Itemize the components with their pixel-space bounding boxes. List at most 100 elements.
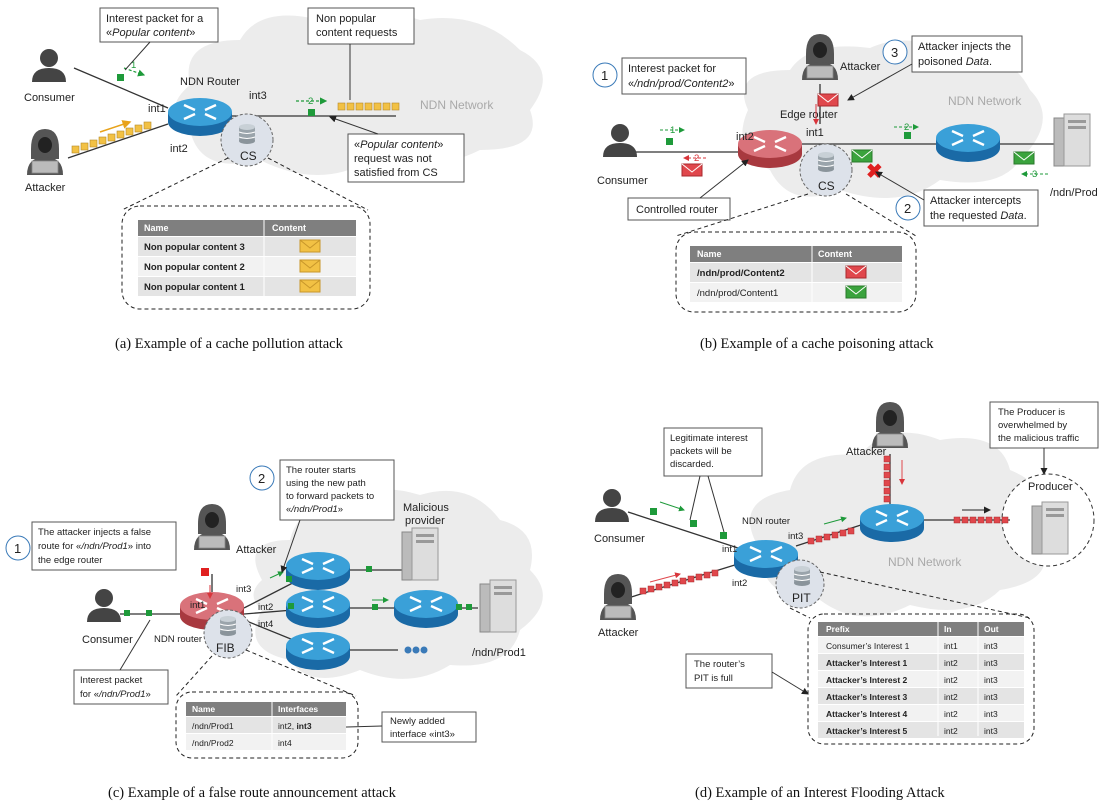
cs-cylinder-icon	[238, 123, 256, 145]
svg-text:PIT is full: PIT is full	[694, 673, 733, 684]
svg-text:Interfaces: Interfaces	[278, 704, 318, 714]
attacker-label: Attacker	[25, 182, 66, 194]
svg-text:NDN Network: NDN Network	[888, 555, 962, 569]
attacker-icon	[599, 573, 637, 621]
callout-overwhelmed: The Producer is overwhelmed by the malic…	[989, 401, 1099, 475]
svg-text:CS: CS	[818, 179, 835, 193]
envelope-icon	[299, 259, 321, 273]
table-cell: int3	[984, 692, 998, 702]
panel-c: Consumer Attacker NDN router Malicious p…	[5, 459, 543, 801]
table-row: Non popular content 1	[144, 282, 246, 293]
svg-text:2: 2	[904, 201, 911, 216]
table-row: /ndn/Prod2	[192, 738, 234, 748]
svg-text:Consumer: Consumer	[594, 533, 645, 545]
svg-text:1: 1	[670, 125, 675, 136]
cs-table-frame	[675, 231, 917, 313]
attacker-icon-top	[871, 401, 909, 449]
svg-text:int2: int2	[732, 578, 747, 589]
table-cell: int3	[984, 658, 998, 668]
svg-text:satisfied from CS: satisfied from CS	[354, 167, 438, 179]
svg-text:The attacker injects a false: The attacker injects a false	[38, 527, 151, 538]
int1-label: int1	[806, 127, 824, 139]
interest-packet-fwd	[308, 109, 315, 116]
svg-text:packets will be: packets will be	[670, 446, 732, 457]
table-cell: Attacker’s Interest 3	[826, 692, 908, 702]
svg-text:«Popular content»: «Popular content»	[106, 27, 195, 39]
table-cell: int3	[984, 709, 998, 719]
svg-text:Malicious: Malicious	[403, 502, 449, 514]
flood-packets	[639, 455, 1009, 595]
consumer-label: Consumer	[597, 175, 648, 187]
panel-a: NDN Network 1 2 Consumer Attacker NDN Ro…	[24, 7, 543, 352]
svg-text:Name: Name	[144, 223, 169, 233]
step-1-badge	[592, 62, 618, 88]
svg-text:Producer: Producer	[1028, 481, 1073, 493]
svg-text:2: 2	[694, 153, 699, 164]
svg-text:«Popular content»: «Popular content»	[354, 139, 443, 151]
network-label: NDN Network	[420, 98, 494, 112]
svg-text:Interest packet: Interest packet	[80, 675, 143, 686]
svg-text:the malicious traffic: the malicious traffic	[998, 433, 1079, 444]
attacker-icon	[26, 128, 64, 176]
callout-new-path: The router starts using the new path to …	[279, 459, 395, 573]
arrow-2-num: 2	[308, 96, 313, 107]
panel-b: NDN Network Consumer Attacker Edge route…	[592, 33, 1098, 352]
malicious-server-icon	[401, 527, 439, 581]
svg-text:Interest packet for: Interest packet for	[628, 63, 716, 75]
ndn-network-cloud	[253, 489, 543, 679]
consumer-label: Consumer	[24, 92, 75, 104]
svg-text:int4: int4	[258, 619, 273, 630]
svg-text:NDN router: NDN router	[742, 516, 790, 527]
svg-text:Out: Out	[984, 624, 999, 634]
drop-x-icon: ✖	[866, 161, 883, 183]
svg-text:Attacker injects the: Attacker injects the	[918, 41, 1011, 53]
svg-text:Prefix: Prefix	[826, 624, 850, 634]
svg-text:«/ndn/prod/Content2»: «/ndn/prod/Content2»	[628, 78, 734, 90]
svg-text:int3: int3	[236, 584, 251, 595]
step-2-badge	[895, 195, 921, 221]
svg-text:content requests: content requests	[316, 27, 398, 39]
callout-interest: Interest packet for «/ndn/Prod1»	[73, 619, 169, 705]
int2-label: int2	[170, 143, 188, 155]
table-cell: Consumer’s Interest 1	[826, 641, 910, 651]
link-attacker	[67, 123, 169, 159]
svg-text:interface «int3»: interface «int3»	[390, 729, 455, 740]
svg-text:In: In	[944, 624, 952, 634]
table-cell: int2	[944, 709, 958, 719]
svg-text:The Producer is: The Producer is	[998, 407, 1065, 418]
interest-arrow-1	[123, 67, 146, 77]
svg-text:int3: int3	[788, 531, 803, 542]
panel-d: NDN Network Producer Consumer Attacker A…	[594, 401, 1099, 801]
table-row: /ndn/prod/Content1	[697, 288, 778, 299]
callout-popular-interest: Interest packet for a «Popular content»	[99, 7, 219, 71]
cs-table-frame	[121, 205, 371, 310]
arrow-1-num: 1	[131, 60, 136, 71]
step-1-badge	[5, 535, 31, 561]
interest-packet	[117, 74, 124, 81]
callout-discarded: Legitimate interest packets will be disc…	[663, 427, 763, 533]
callout-pit-full: The router’s PIT is full	[685, 653, 809, 695]
svg-text:the edge router: the edge router	[38, 555, 102, 566]
table-cell: int2	[944, 692, 958, 702]
network-label: NDN Network	[948, 94, 1022, 108]
svg-text:Attacker: Attacker	[846, 446, 887, 458]
caption-b: (b) Example of a cache poisoning attack	[700, 336, 934, 352]
envelope-icon	[299, 239, 321, 253]
caption-d: (d) Example of an Interest Flooding Atta…	[695, 785, 945, 801]
router-icon	[934, 122, 1002, 164]
svg-text:PIT: PIT	[792, 591, 811, 605]
svg-text:int4: int4	[278, 738, 292, 748]
step-3-badge	[882, 39, 908, 65]
producer-server-icon	[479, 579, 517, 633]
table-cell: Attacker’s Interest 2	[826, 675, 908, 685]
svg-text:2: 2	[904, 122, 909, 133]
int3-label: int3	[249, 90, 267, 102]
table-cell: int2	[944, 658, 958, 668]
svg-text:route for «/ndn/Prod1» into: route for «/ndn/Prod1» into	[38, 541, 151, 552]
caption-c: (c) Example of a false route announcemen…	[108, 785, 397, 801]
svg-text:Attacker: Attacker	[236, 544, 277, 556]
fib-table: Name Interfaces /ndn/Prod1 int2, int3 /n…	[186, 702, 346, 750]
edge-router-label: Edge router	[780, 109, 838, 121]
